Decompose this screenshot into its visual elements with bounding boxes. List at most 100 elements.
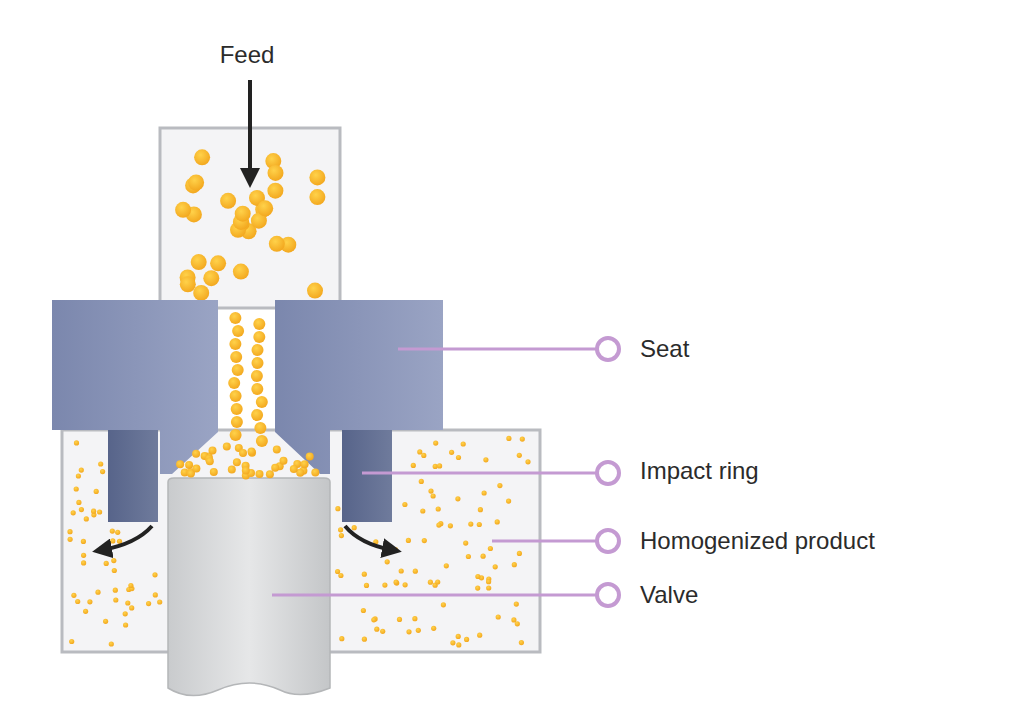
particle [456,455,461,460]
particle [455,496,460,501]
particle [271,464,279,472]
particle [87,599,92,604]
particle [433,441,438,446]
particle [81,553,86,558]
particle [79,468,84,473]
particle [352,525,357,530]
particle [230,390,242,402]
particle [339,636,344,641]
particle [75,599,80,604]
particle [417,449,422,454]
particle [428,580,433,585]
particle [103,619,108,624]
particle [176,460,184,468]
particle [436,506,441,511]
particle [194,149,210,165]
particle [206,457,214,465]
particle [81,539,86,544]
particle [461,441,466,446]
particle [94,489,99,494]
particle [68,537,73,542]
impact-ring-left [108,430,158,522]
particle [192,465,200,473]
particle [235,206,251,222]
particle [232,364,244,376]
particle [512,562,517,567]
particle [251,409,263,421]
particle [397,617,402,622]
particle [361,608,366,613]
particle [411,463,416,468]
particle [112,568,117,573]
particle [517,551,522,556]
particle [309,189,325,205]
impact-ring-right [342,430,392,522]
particle [188,175,204,191]
particle [413,569,418,574]
particle [481,554,486,559]
particle [180,276,196,292]
gap-particles [176,312,319,479]
particle [71,510,76,515]
particle [123,622,128,627]
particle [307,283,323,299]
particle [309,169,325,185]
feed-label: Feed [220,41,275,70]
particle [233,264,249,280]
particle [231,403,243,415]
particle [495,519,500,524]
part-label: Homogenized product [640,527,875,556]
particle [152,572,157,577]
particle [406,538,411,543]
particle [456,642,461,647]
particle [420,508,425,513]
particle [223,443,231,451]
particle [67,529,72,534]
particle [406,629,411,634]
particle [98,461,103,466]
particle [129,605,134,610]
particle [110,538,115,543]
particle [488,546,493,551]
particle [380,629,385,634]
particle [412,616,417,621]
particle [146,601,151,606]
particle [192,450,200,458]
particle [230,351,242,363]
particle [403,582,408,587]
particle [506,499,511,504]
particle [437,463,442,468]
particle [210,255,226,271]
particle [252,357,264,369]
particle [475,574,480,579]
particle [338,527,343,532]
particle [519,640,524,645]
particle [104,561,109,566]
particle [175,202,191,218]
particle [335,569,340,574]
particle [84,516,89,521]
particle [185,461,193,469]
particle [231,416,243,428]
particle [520,437,525,442]
particle [153,592,158,597]
particle [436,523,441,528]
particle [497,483,502,488]
particle [123,611,128,616]
flow-arrow [102,526,152,550]
particle [422,538,427,543]
part-label: Impact ring [640,457,759,486]
particle [232,325,244,337]
particle [113,597,118,602]
particle [428,489,433,494]
particle [394,581,399,586]
particle [280,457,288,465]
particle [478,507,483,512]
particle [109,641,114,646]
particle [483,457,488,462]
particle [157,599,162,604]
particle [266,470,274,478]
particle [477,522,482,527]
particle [251,383,263,395]
particle [385,559,390,564]
